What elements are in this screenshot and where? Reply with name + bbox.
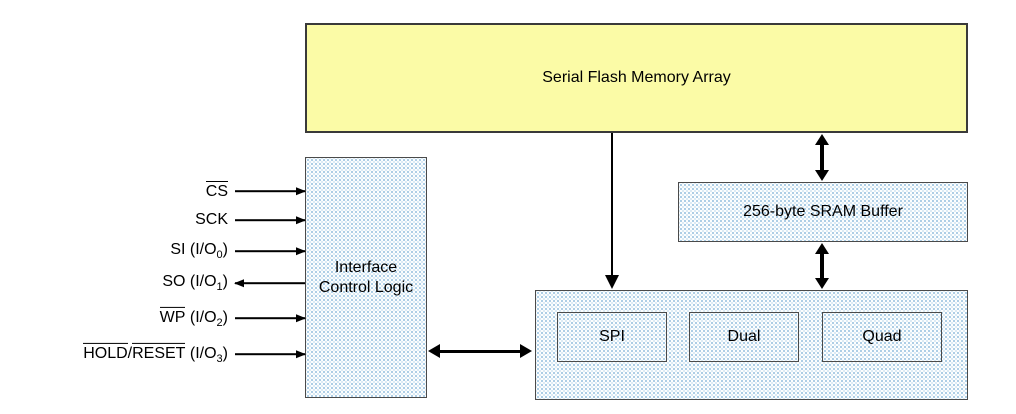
signal-label-si: SI (I/O0) [170,240,228,262]
io-modes-block: SPI Dual Quad [535,290,968,400]
signal-label-so: SO (I/O1) [162,272,228,294]
interface-control-logic-label: Interface Control Logic [318,258,414,296]
arrowhead-down-icon [815,170,829,181]
signal-label-sck: SCK [195,211,228,228]
arrowhead-right-icon [296,187,306,195]
dual-block: Dual [689,312,799,362]
sram-modes-double-arrow [815,243,829,289]
arrowhead-down-icon [815,278,829,289]
flash-array-label: Serial Flash Memory Array [542,69,731,86]
spi-block: SPI [557,312,667,362]
signal-row-cs: CS [0,179,306,203]
dual-label: Dual [727,328,761,345]
signal-wire-so [234,279,305,287]
signal-row-hold-reset: HOLD/RESET (I/O3) [0,342,306,366]
signal-row-so: SO (I/O1) [0,271,305,295]
signal-wire-si [235,247,306,255]
arrowhead-left-icon [234,279,244,287]
signal-row-si: SI (I/O0) [0,239,306,263]
quad-block: Quad [822,312,942,362]
signal-wire-hold-reset [235,350,306,358]
signal-wire-sck [235,216,306,224]
arrowhead-right-icon [296,314,306,322]
signal-label-hold-reset: HOLD/RESET (I/O3) [83,342,228,366]
arrowhead-right-icon [296,216,306,224]
signal-row-wp: WP (I/O2) [0,306,306,330]
signal-label-cs: CS [205,181,228,200]
arrowhead-up-icon [815,243,829,254]
flash-to-modes-arrow [604,133,620,289]
arrowhead-down-icon [605,275,619,289]
arrowhead-up-icon [815,134,829,145]
sram-buffer-label: 256-byte SRAM Buffer [743,203,903,220]
flash-array-block: Serial Flash Memory Array [305,23,968,133]
sram-buffer-block: 256-byte SRAM Buffer [678,182,968,242]
quad-label: Quad [862,328,902,345]
signal-label-wp: WP (I/O2) [159,306,228,330]
signal-row-sck: SCK [0,208,306,232]
arrowhead-right-icon [520,344,532,358]
arrowhead-right-icon [296,247,306,255]
signal-wire-wp [235,314,306,322]
icl-modes-double-arrow [428,344,532,358]
interface-control-logic-block: Interface Control Logic [305,157,427,398]
arrowhead-right-icon [296,350,306,358]
arrowhead-left-icon [428,344,440,358]
flash-sram-double-arrow [815,134,829,181]
spi-label: SPI [599,328,625,345]
signal-wire-cs [235,187,306,195]
